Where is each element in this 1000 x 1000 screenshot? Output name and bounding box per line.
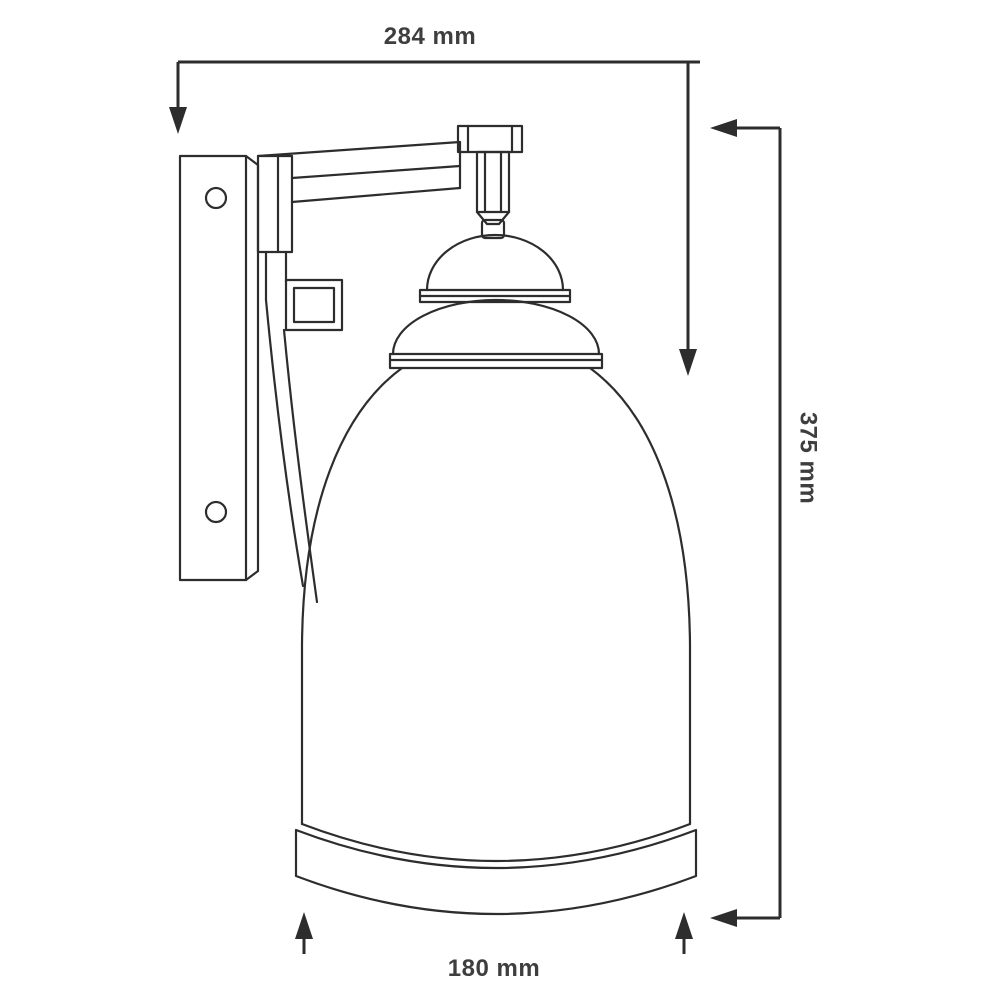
arrow-left-icon (710, 119, 737, 137)
hanger-loop (480, 218, 506, 240)
canopy-large-dome (391, 298, 601, 356)
dimension-height: 375 mm (710, 119, 822, 927)
lantern-glass (294, 366, 698, 916)
support-tube-outer-curve (264, 298, 305, 588)
dimension-base-diameter-label: 180 mm (448, 955, 540, 982)
support-tube-inner-curve (282, 328, 319, 604)
dimension-base-diameter: 180 mm (295, 912, 693, 982)
arm-bar-top (256, 140, 462, 158)
arrow-up-icon (675, 912, 693, 939)
wall-plate (178, 154, 260, 582)
bracket-block (284, 278, 344, 332)
canopy-small-dome (425, 233, 565, 292)
screw-hole-top (204, 186, 228, 210)
wall-plate-face (178, 154, 248, 582)
arm-bar-bottom (290, 186, 462, 204)
arm-bar-inner (290, 164, 462, 180)
hanger-rod (475, 150, 511, 214)
support-tube (264, 298, 319, 604)
arrow-down-icon (679, 349, 697, 376)
glass-bottom-edge (300, 822, 692, 863)
dimension-annotations: 284 mm 375 mm 180 mm (169, 23, 822, 982)
dimension-height-label: 375 mm (795, 412, 822, 504)
arm-bracket (256, 154, 294, 254)
arrow-down-icon (169, 107, 187, 134)
wall-plate-edge (244, 154, 260, 582)
base-rim (294, 828, 698, 916)
screw-hole-bottom (204, 500, 228, 524)
mounting-arm (256, 124, 524, 332)
hanger-clevis (475, 210, 511, 226)
lantern-canopy (388, 233, 604, 370)
lantern-drawing (178, 124, 698, 916)
glass-left-profile (300, 366, 404, 826)
glass-right-profile (588, 366, 692, 826)
dimension-width-label: 284 mm (384, 23, 476, 50)
arrow-left-icon (710, 909, 737, 927)
dimension-width: 284 mm (169, 23, 700, 376)
arrow-up-icon (295, 912, 313, 939)
bracket-block-inner (292, 286, 336, 324)
